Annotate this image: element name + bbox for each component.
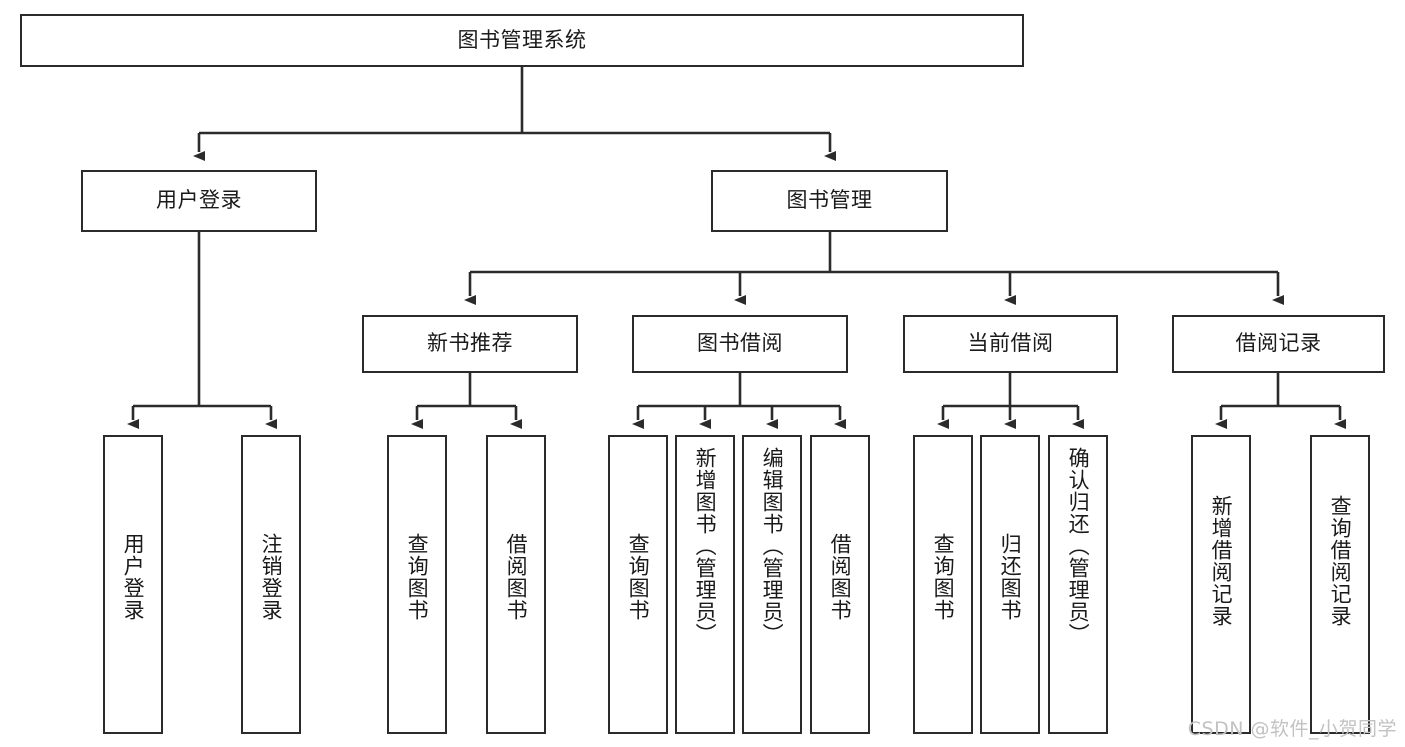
node-label: 用户登录	[121, 533, 146, 621]
node-label: 新增借阅记录	[1209, 495, 1234, 627]
node-label: 借阅图书	[828, 533, 853, 621]
node-label: 查询图书	[931, 533, 956, 621]
leaf-query-book-recommend[interactable]: 查询图书	[387, 435, 447, 734]
leaf-query-book-borrow[interactable]: 查询图书	[608, 435, 668, 734]
node-label: 注销登录	[259, 533, 284, 621]
node-label: 查询借阅记录	[1328, 495, 1353, 627]
leaf-borrow-book[interactable]: 借阅图书	[810, 435, 870, 734]
node-label: 新增图书（管理员）	[693, 447, 718, 645]
leaf-query-book-current[interactable]: 查询图书	[913, 435, 973, 734]
node-label: 查询图书	[405, 533, 430, 621]
node-label: 图书管理	[786, 188, 873, 213]
leaf-logout[interactable]: 注销登录	[241, 435, 301, 734]
leaf-return-book[interactable]: 归还图书	[980, 435, 1040, 734]
node-label: 新书推荐	[427, 331, 513, 356]
node-label: 借阅图书	[504, 533, 529, 621]
node-root[interactable]: 图书管理系统	[20, 14, 1024, 67]
leaf-add-borrow-record[interactable]: 新增借阅记录	[1191, 435, 1251, 734]
node-label: 归还图书	[998, 533, 1023, 621]
leaf-edit-book-admin[interactable]: 编辑图书（管理员）	[742, 435, 802, 734]
watermark-text: CSDN @软件_小贺同学	[1187, 718, 1397, 740]
node-label: 确认归还（管理员）	[1066, 447, 1091, 645]
leaf-query-borrow-record[interactable]: 查询借阅记录	[1310, 435, 1370, 734]
leaf-user-login[interactable]: 用户登录	[103, 435, 163, 734]
node-label: 编辑图书（管理员）	[760, 447, 785, 645]
node-user-login[interactable]: 用户登录	[81, 170, 317, 232]
node-new-book-recommend[interactable]: 新书推荐	[362, 315, 578, 373]
node-book-management[interactable]: 图书管理	[711, 170, 948, 232]
node-label: 当前借阅	[967, 331, 1054, 356]
leaf-borrow-book-recommend[interactable]: 借阅图书	[486, 435, 546, 734]
node-label: 图书管理系统	[457, 27, 587, 52]
node-label: 借阅记录	[1235, 331, 1322, 356]
node-borrow-record[interactable]: 借阅记录	[1172, 315, 1385, 373]
leaf-add-book-admin[interactable]: 新增图书（管理员）	[675, 435, 735, 734]
node-label: 查询图书	[626, 533, 651, 621]
node-label: 图书借阅	[697, 331, 783, 356]
node-label: 用户登录	[156, 188, 242, 213]
leaf-confirm-return-admin[interactable]: 确认归还（管理员）	[1048, 435, 1108, 734]
node-current-borrow[interactable]: 当前借阅	[903, 315, 1118, 373]
node-book-borrow[interactable]: 图书借阅	[632, 315, 848, 373]
